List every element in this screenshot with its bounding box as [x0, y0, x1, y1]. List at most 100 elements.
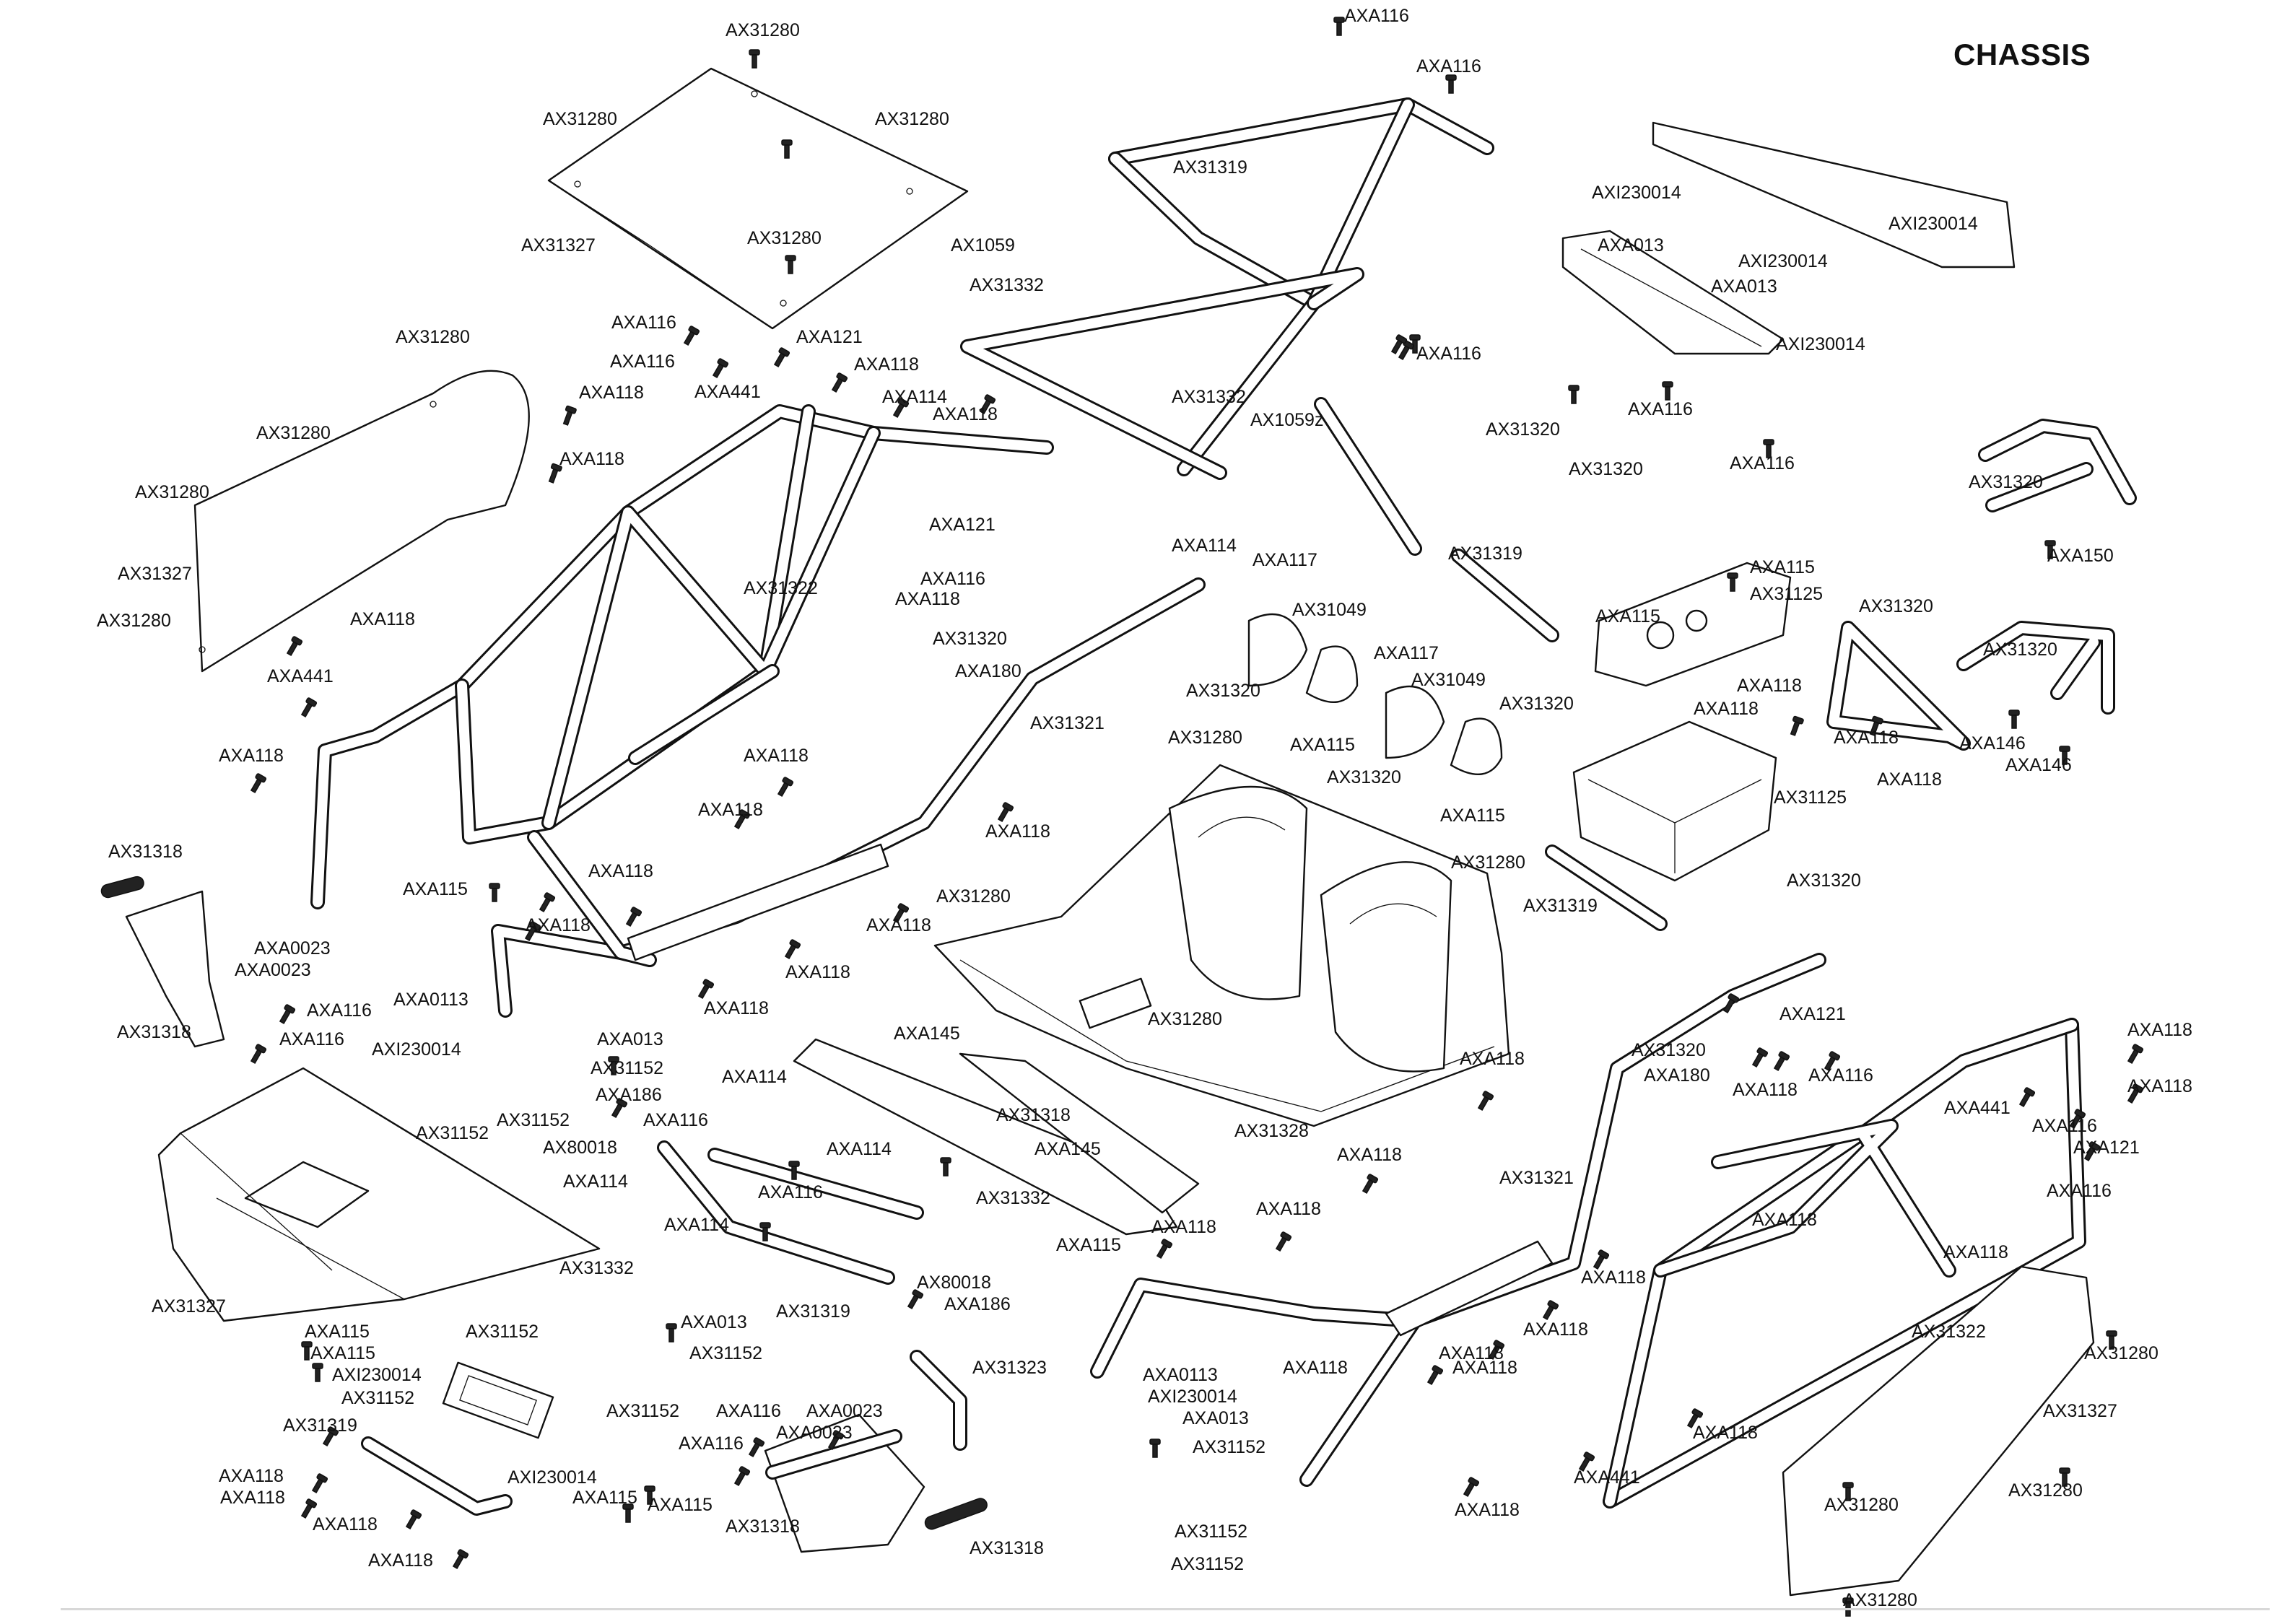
screw: [1790, 715, 1804, 736]
screw: [759, 1222, 771, 1241]
part-label: AXA121: [929, 515, 996, 535]
part-label: AX31152: [497, 1110, 570, 1130]
part-label: AXA115: [310, 1343, 375, 1363]
screw: [548, 463, 562, 484]
part-label: AXA118: [985, 821, 1050, 842]
part-label: AX31280: [2008, 1480, 2083, 1501]
part-label: AXA118: [1439, 1343, 1504, 1363]
part-label: AXA0113: [1143, 1365, 1218, 1385]
part-label: AXA441: [1944, 1098, 2011, 1118]
part-label: AX31280: [1824, 1495, 1899, 1515]
part-label: AXA116: [643, 1110, 708, 1130]
part-label: AXA441: [267, 666, 334, 686]
screw: [749, 49, 760, 69]
screw: [1362, 1174, 1379, 1194]
part-label: AXA118: [350, 609, 415, 629]
screw: [733, 1466, 751, 1486]
part-label: AXA117: [1253, 550, 1317, 570]
screw: [1275, 1231, 1292, 1252]
screw: [1763, 439, 1774, 458]
part-label: AX31319: [1523, 896, 1598, 916]
part-label: AX31320: [1632, 1040, 1706, 1060]
part-label: AX31320: [1969, 472, 2043, 492]
part-label: AXA0023: [776, 1423, 853, 1443]
screw: [1477, 1091, 1494, 1111]
part-label: AXA118: [1733, 1080, 1798, 1100]
part-label: AXA116: [716, 1401, 781, 1421]
part-label: AXA116: [2047, 1181, 2112, 1201]
part-label: AXA118: [219, 1466, 284, 1486]
part-label: AX31322: [1912, 1322, 1986, 1342]
side-rods: [1314, 397, 1668, 931]
part-label: AXA118: [1694, 699, 1759, 719]
part-label: AXA114: [827, 1139, 892, 1159]
part-label: AXA114: [563, 1171, 628, 1192]
screw: [1824, 1051, 1841, 1071]
part-label: AX31280: [97, 611, 171, 631]
screw: [666, 1323, 677, 1343]
part-label: AXA121: [2073, 1138, 2140, 1158]
part-label: AXA116: [1416, 56, 1481, 77]
screw: [1426, 1365, 1444, 1385]
part-label: AX31318: [970, 1538, 1044, 1558]
part-label: AXA118: [1943, 1242, 2008, 1262]
screw: [301, 1341, 313, 1361]
screw: [1842, 1482, 1854, 1501]
part-label: AXA186: [596, 1085, 662, 1105]
part-label: AX31318: [996, 1105, 1071, 1125]
roof-panel: [547, 67, 969, 330]
part-label: AXA116: [1344, 6, 1409, 26]
screw: [250, 773, 267, 793]
part-label: AX31280: [1451, 852, 1525, 873]
right-lower-frame: [1090, 953, 1826, 1487]
part-label: AX31152: [341, 1388, 414, 1408]
screw: [2059, 1467, 2070, 1487]
part-label: AXA118: [1581, 1267, 1646, 1288]
part-label: AXA013: [681, 1312, 747, 1332]
part-label: AX31318: [117, 1022, 191, 1042]
part-label: AX31280: [2084, 1343, 2158, 1363]
screw: [300, 697, 318, 717]
part-label: AX1059: [951, 235, 1015, 256]
part-label: AXA116: [1730, 453, 1795, 473]
screw: [625, 907, 642, 927]
part-label: AX31320: [1499, 694, 1574, 714]
shock-covers: [1247, 613, 1503, 775]
screw: [697, 979, 715, 999]
part-label: AX31320: [1983, 639, 2057, 660]
part-label: AX31125: [1750, 584, 1823, 604]
part-label: AXA118: [1455, 1500, 1520, 1520]
part-label: AXA121: [1779, 1004, 1846, 1024]
part-label: AX31332: [559, 1258, 634, 1278]
left-roll-cage: [310, 404, 1054, 909]
part-label: AXA114: [664, 1215, 729, 1235]
part-label: AXA118: [313, 1514, 378, 1534]
screw: [562, 405, 577, 426]
part-label: AX31320: [1486, 419, 1560, 440]
part-label: AXA118: [1737, 676, 1802, 696]
part-label: AXA118: [2127, 1020, 2192, 1040]
part-label: AX31327: [2043, 1401, 2117, 1421]
part-label: AXA013: [1182, 1408, 1249, 1428]
screw: [1751, 1047, 1769, 1068]
part-label: AX31152: [689, 1343, 762, 1363]
screw: [892, 903, 910, 923]
screw: [279, 1004, 296, 1024]
part-label: AXA0023: [235, 960, 311, 980]
part-label: AXA118: [1752, 1210, 1817, 1230]
part-label: AXA115: [1750, 557, 1815, 577]
screw: [748, 1437, 765, 1457]
diagram-title: CHASSIS: [1953, 38, 2091, 71]
part-label: AX31280: [747, 228, 822, 248]
part-label: AX31322: [744, 578, 818, 598]
part-label: AXA118: [866, 915, 931, 935]
screw: [979, 394, 996, 414]
part-label: AXA118: [559, 449, 624, 469]
part-label: AXA118: [1693, 1423, 1758, 1443]
part-label: AX31318: [108, 842, 183, 862]
part-label: AXA116: [1628, 399, 1693, 419]
part-label: AXI230014: [1776, 334, 1865, 354]
part-label: AXA146: [2005, 755, 2072, 775]
part-label: AXA118: [1460, 1049, 1525, 1069]
